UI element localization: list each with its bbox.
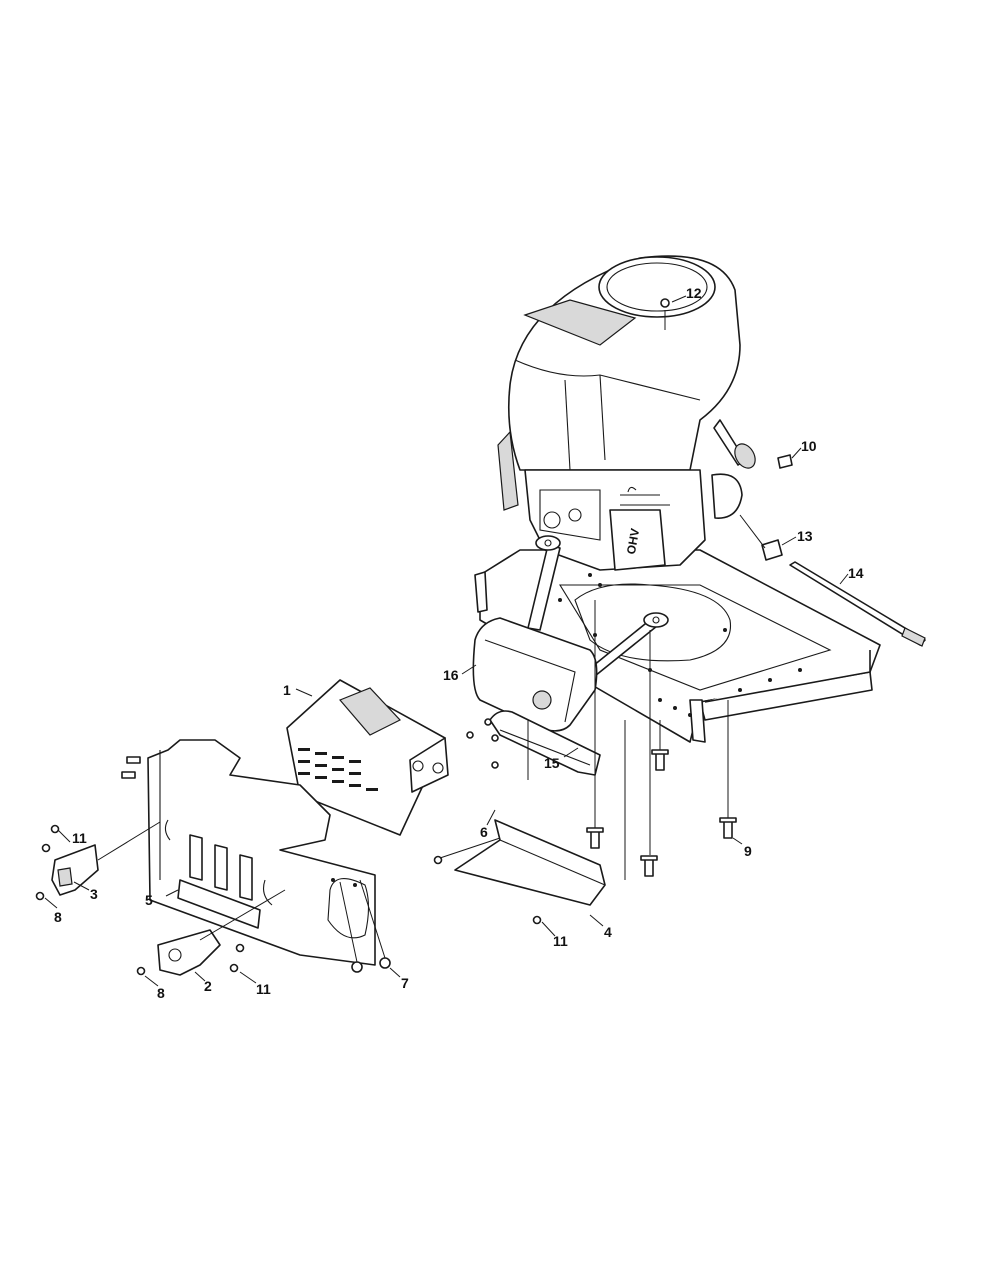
frame — [474, 549, 881, 743]
callout-6: 6 — [480, 824, 488, 840]
fuel-fitting — [761, 539, 783, 561]
callouts: 1 2 3 4 5 6 7 8 8 9 10 11 11 11 12 13 14… — [54, 285, 864, 1001]
callout-8b: 8 — [157, 985, 165, 1001]
callout-1: 1 — [283, 682, 291, 698]
callout-7: 7 — [401, 975, 409, 991]
callout-2: 2 — [204, 978, 212, 994]
callout-13: 13 — [797, 528, 813, 544]
bracket-shield — [147, 739, 376, 966]
callout-8a: 8 — [54, 909, 62, 925]
callout-4: 4 — [604, 924, 612, 940]
fuel-line — [789, 561, 926, 647]
callout-12: 12 — [686, 285, 702, 301]
callout-10: 10 — [801, 438, 817, 454]
muffler-assembly — [472, 535, 669, 732]
callout-11b: 11 — [256, 981, 271, 997]
exhaust-deflector — [489, 710, 601, 776]
hardware — [35, 298, 793, 976]
lower-plate — [454, 819, 606, 906]
bracket-right — [157, 929, 221, 976]
callout-16: 16 — [443, 667, 459, 683]
engine-marking: OHV — [624, 527, 642, 555]
callout-9: 9 — [744, 843, 752, 859]
engine: OHV — [497, 255, 756, 571]
callout-3: 3 — [90, 886, 98, 902]
callout-11a: 11 — [72, 830, 87, 846]
callout-15: 15 — [544, 755, 560, 771]
callout-5: 5 — [145, 892, 153, 908]
bracket-left — [51, 844, 99, 896]
leader-lines — [44, 295, 849, 987]
callout-11c: 11 — [553, 933, 568, 949]
heat-shield — [286, 679, 449, 836]
callout-14: 14 — [848, 565, 864, 581]
